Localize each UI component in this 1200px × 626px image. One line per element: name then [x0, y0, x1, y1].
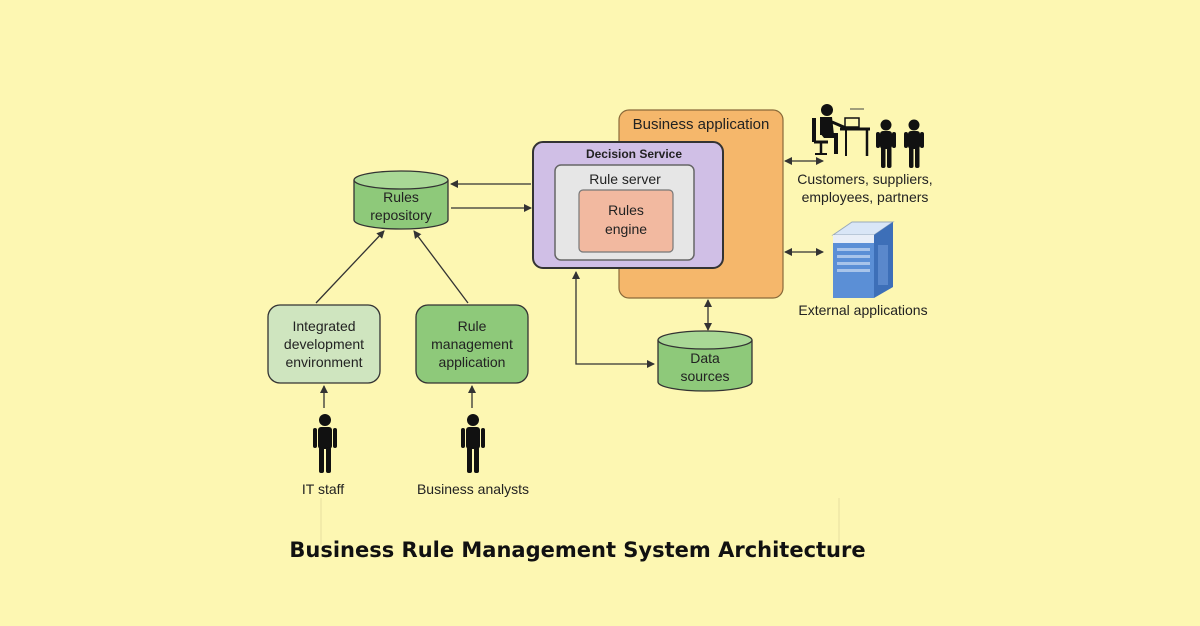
person-icon	[904, 119, 924, 168]
customers-label-2: employees, partners	[802, 189, 929, 205]
rules-engine-label-1: Rules	[608, 202, 644, 218]
rules-engine-label-2: engine	[605, 221, 647, 237]
rules-engine-box: Rules engine	[578, 189, 674, 253]
diagram-title: Business Rule Management System Architec…	[289, 538, 866, 562]
ide-box: Integrated development environment	[267, 304, 381, 384]
customers-label-1: Customers, suppliers,	[797, 171, 932, 187]
person-icon	[461, 414, 485, 473]
data-sources-cylinder: Data sources	[657, 330, 753, 392]
rules-repository-label-1: Rules	[383, 189, 419, 205]
ide-label-1: Integrated	[292, 318, 355, 334]
connector-arrows	[315, 157, 824, 408]
rule-mgmt-label-3: application	[439, 354, 506, 370]
ide-label-2: development	[284, 336, 364, 352]
business-analysts-label: Business analysts	[417, 481, 529, 497]
rules-repository-label-2: repository	[370, 207, 431, 223]
data-sources-label-1: Data	[690, 350, 720, 366]
arrow-decision-datasources	[572, 271, 655, 368]
arrow-rulemgmt-to-repository	[413, 230, 469, 304]
rule-mgmt-label-2: management	[431, 336, 513, 352]
external-applications-label: External applications	[798, 302, 927, 318]
server-icon	[831, 221, 895, 298]
person-icon	[313, 414, 337, 473]
person-at-desk-icon	[812, 104, 870, 156]
rules-repository-cylinder: Rules repository	[353, 170, 449, 230]
rule-management-app-box: Rule management application	[415, 304, 529, 384]
it-staff-label: IT staff	[302, 481, 344, 497]
data-sources-label-2: sources	[680, 368, 729, 384]
business-application-label: Business application	[633, 116, 770, 133]
ide-label-3: environment	[285, 354, 362, 370]
rule-mgmt-label-1: Rule	[458, 318, 487, 334]
rule-server-label: Rule server	[589, 171, 661, 187]
decision-service-label: Decision Service	[586, 147, 682, 161]
arrow-ide-to-repository	[315, 230, 385, 304]
person-icon	[876, 119, 896, 168]
